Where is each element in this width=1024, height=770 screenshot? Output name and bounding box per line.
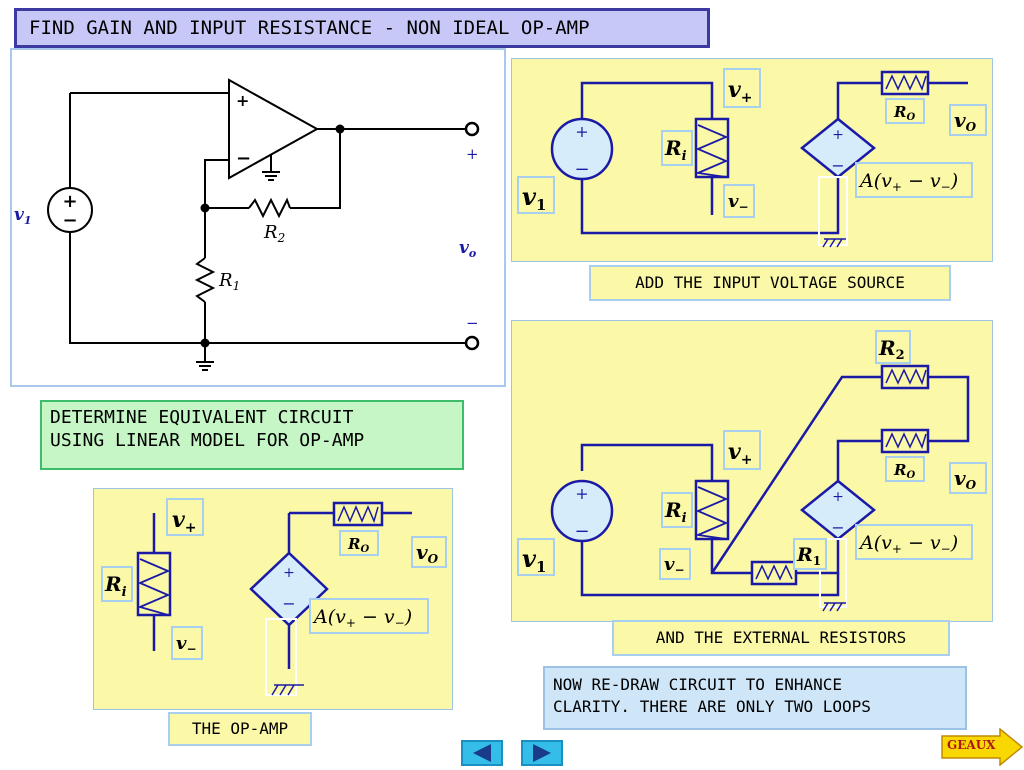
right-arrow-icon [533,744,551,762]
gain-expression: A(v+ − v−) [855,162,973,198]
svg-text:RO: RO [893,103,915,123]
source-minus: − [574,159,589,180]
svg-text:v+: v+ [728,439,753,468]
previous-slide-button[interactable] [461,740,503,766]
output-plus-sign: + [466,145,479,163]
output-terminal-plus [464,121,480,137]
r1-label: R1 [793,538,827,570]
ri-label: Ri [101,566,133,602]
dep-source-minus: − [282,594,295,613]
svg-text:v−: v− [176,633,197,656]
r2-label: R2 [263,222,285,245]
svg-text:Ri: Ri [104,572,127,600]
output-terminal-minus [464,335,480,351]
external-resistors-diagram: + − + − R2 v1 v+ Ri v− R1 RO [517,330,987,612]
svg-text:RO: RO [893,461,915,481]
source-plus: + [575,122,588,141]
source-plus-sign: + [62,191,77,212]
svg-text:vO: vO [954,466,977,492]
ro-label: RO [885,456,925,482]
source-minus-sign: − [62,210,77,231]
svg-text:A(v+ − v−): A(v+ − v−) [312,606,412,630]
dep-minus-2: − [831,518,844,537]
external-resistors-panel: + − + − R2 v1 v+ Ri v− R1 RO [511,320,993,622]
svg-text:v1: v1 [522,544,546,576]
vplus-label: v+ [723,430,761,470]
v1-label: v1 [14,205,32,227]
voltage-source-icon-2 [550,479,614,543]
output-minus-sign: − [466,314,479,332]
svg-text:R1: R1 [796,544,821,568]
r1-label: R1 [218,270,240,293]
external-resistors-caption: AND THE EXTERNAL RESISTORS [612,620,950,656]
svg-text:vO: vO [954,108,977,134]
equivalent-circuit-caption: DETERMINE EQUIVALENT CIRCUIT USING LINEA… [40,400,464,470]
input-source-icon [47,187,93,233]
vo-label: vo [459,238,476,260]
opamp-model-diagram: + − v+ Ri v− RO vO A(v+ − v−) [101,498,447,696]
svg-text:Ri: Ri [664,498,687,526]
source-minus-2: − [574,521,589,542]
svg-text:R2: R2 [878,336,905,363]
opamp-caption: THE OP-AMP [168,712,312,746]
left-arrow-icon [473,744,491,762]
redraw-caption: NOW RE-DRAW CIRCUIT TO ENHANCE CLARITY. … [543,666,967,730]
next-slide-button[interactable] [521,740,563,766]
original-circuit-panel: + − + − v1 vo + − R2 R1 [10,48,506,387]
opamp-plus-input: + [236,91,249,110]
svg-text:v−: v− [728,191,749,214]
voltage-source-icon [550,117,614,181]
v1-label: v1 [517,538,555,576]
dep-source-plus: + [283,565,295,581]
geaux-arrow-icon [941,727,1024,767]
vplus-label: v+ [723,68,761,108]
svg-text:v+: v+ [172,507,197,536]
input-source-diagram: + − + − v1 v+ Ri v− RO vO A(v+ − [517,68,987,248]
vplus-label: v+ [166,498,204,536]
opamp-minus-input: − [236,148,251,169]
ri-label: Ri [661,130,693,166]
geaux-button[interactable] [940,727,1024,767]
dep-plus-2: + [832,489,844,505]
vo-label-model: vO [411,536,447,568]
vo-label: vO [949,462,987,494]
vminus-label: v− [659,548,691,580]
gain-expression: A(v+ − v−) [855,524,973,560]
input-source-panel: + − + − v1 v+ Ri v− RO vO A(v+ − [511,58,993,262]
gain-expression: A(v+ − v−) [309,598,429,634]
svg-text:v+: v+ [728,77,753,106]
source-plus-2: + [575,484,588,503]
vo-label: vO [949,104,987,136]
original-circuit-diagram: + − + − v1 vo + − R2 R1 [14,78,480,371]
svg-text:RO: RO [347,535,369,555]
svg-text:Ri: Ri [664,136,687,164]
add-source-caption: ADD THE INPUT VOLTAGE SOURCE [589,265,951,301]
svg-text:vO: vO [416,540,439,566]
ro-label: RO [885,98,925,124]
page-title: FIND GAIN AND INPUT RESISTANCE - NON IDE… [14,8,710,48]
dep-minus: − [831,156,844,175]
geaux-label[interactable]: GEAUX [947,738,996,752]
dep-plus: + [832,127,844,143]
vminus-label: v− [171,626,203,660]
v1-label: v1 [517,176,555,214]
svg-text:A(v+ − v−): A(v+ − v−) [858,170,958,194]
ro-label: RO [339,530,379,556]
svg-text:A(v+ − v−): A(v+ − v−) [858,532,958,556]
r2-label: R2 [875,330,911,364]
vminus-label: v− [723,184,755,218]
svg-text:v1: v1 [522,182,546,214]
ri-label: Ri [661,492,693,528]
opamp-model-panel: + − v+ Ri v− RO vO A(v+ − v−) [93,488,453,710]
svg-text:v−: v− [664,554,685,577]
